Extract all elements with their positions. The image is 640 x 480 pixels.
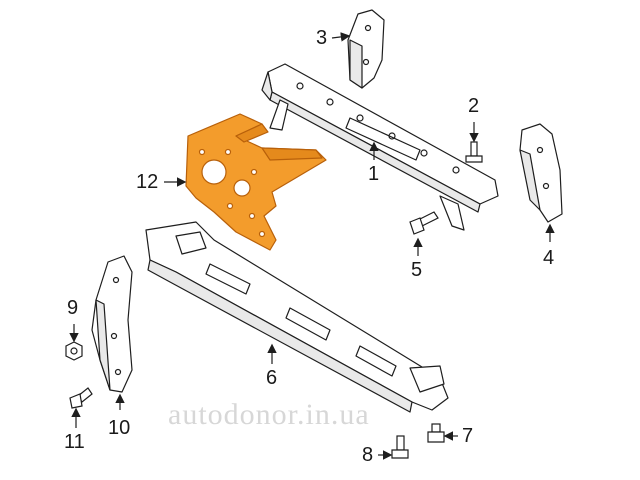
callout-1: 1 (368, 163, 380, 185)
callout-9: 9 (67, 297, 79, 319)
center-bracket-highlighted (185, 113, 327, 251)
bolt-11 (69, 387, 93, 409)
upper-support-beam (261, 63, 499, 231)
callout-10: 10 (108, 417, 131, 439)
bolt-5 (409, 211, 439, 235)
callout-8: 8 (362, 444, 374, 466)
leader-lines (69, 32, 555, 460)
callout-7: 7 (462, 425, 474, 447)
callout-4: 4 (543, 247, 555, 269)
left-side-bracket (91, 255, 133, 393)
nut-9 (65, 341, 83, 361)
bolt-7 (427, 423, 445, 443)
callout-3: 3 (316, 27, 328, 49)
left-upper-bracket (347, 9, 385, 89)
callout-11: 11 (64, 431, 85, 453)
right-side-bracket (519, 123, 563, 223)
callout-5: 5 (411, 259, 423, 281)
bolt-2 (465, 141, 483, 163)
bolt-8 (391, 435, 409, 459)
callout-2: 2 (468, 95, 480, 117)
lower-support-beam (145, 221, 449, 413)
callout-6: 6 (266, 367, 278, 389)
callout-12: 12 (136, 171, 159, 193)
watermark: autodonor.in.ua (168, 398, 370, 431)
